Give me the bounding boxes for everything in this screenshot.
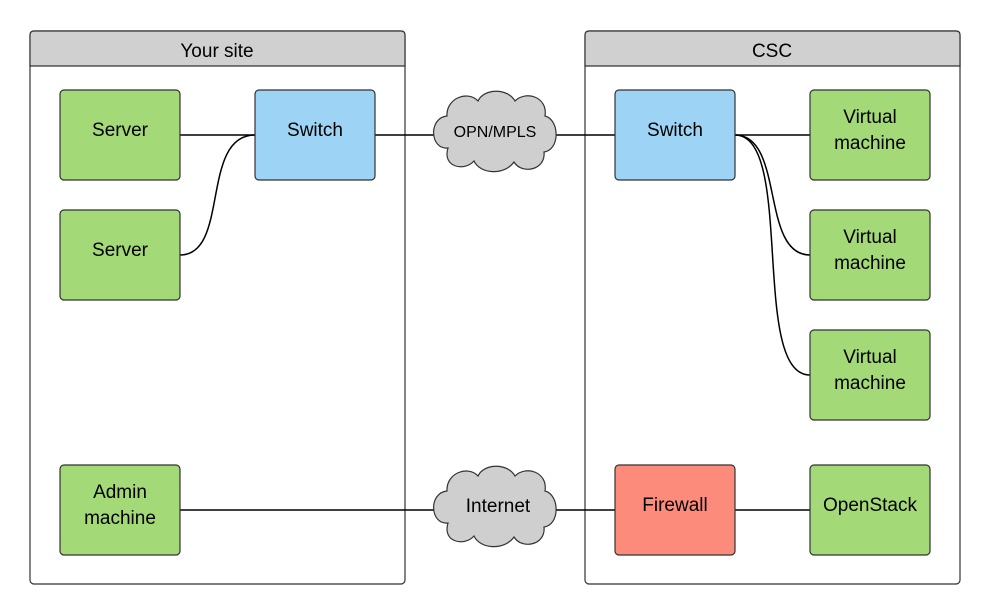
- node-switch-csc: Switch: [614, 89, 736, 181]
- connections: [179, 134, 811, 511]
- node-firewall: Firewall: [614, 464, 736, 556]
- node-switch-csc-label: Switch: [647, 120, 703, 141]
- nodes: ServerServerSwitchAdminmachineSwitchVirt…: [59, 89, 931, 556]
- node-virtual-machine-3-box: [809, 329, 931, 421]
- node-virtual-machine-2-label: machine: [834, 253, 906, 274]
- node-virtual-machine-3-label: Virtual: [843, 347, 897, 368]
- node-server-2-label: Server: [92, 240, 149, 261]
- node-virtual-machine-1-label: Virtual: [843, 107, 897, 128]
- node-server-1: Server: [59, 89, 181, 181]
- node-firewall-label: Firewall: [642, 495, 707, 516]
- cloud-label-opn-mpls: OPN/MPLS: [454, 124, 537, 141]
- node-server-2-box: [59, 209, 181, 301]
- node-openstack-box: [809, 464, 931, 556]
- node-admin-machine-box: [59, 464, 181, 556]
- cloud-opn-mpls: OPN/MPLS: [433, 90, 557, 173]
- node-admin-machine-label: machine: [84, 508, 156, 529]
- cloud-label-internet: Internet: [466, 496, 531, 517]
- edge-switch-vm3: [734, 134, 811, 376]
- node-virtual-machine-1: Virtual machine: [809, 89, 931, 181]
- cloud-internet: Internet: [433, 465, 557, 548]
- container-title-csc: CSC: [752, 41, 792, 62]
- node-virtual-machine-1-label: machine: [834, 133, 906, 154]
- node-openstack: OpenStack: [809, 464, 931, 556]
- node-switch-csc-box: [614, 89, 736, 181]
- node-firewall-box: [614, 464, 736, 556]
- node-admin-machine-label: Admin: [93, 482, 147, 503]
- node-virtual-machine-2: Virtual machine: [809, 209, 931, 301]
- node-openstack-label: OpenStack: [823, 495, 917, 516]
- node-server-2: Server: [59, 209, 181, 301]
- node-switch-site-label: Switch: [287, 120, 343, 141]
- node-virtual-machine-3: Virtual machine: [809, 329, 931, 421]
- node-server-1-box: [59, 89, 181, 181]
- node-virtual-machine-2-label: Virtual: [843, 227, 897, 248]
- edge-switch-vm2: [734, 134, 811, 256]
- container-title-your-site: Your site: [180, 41, 253, 62]
- node-switch-site: Switch: [254, 89, 376, 181]
- node-virtual-machine-2-box: [809, 209, 931, 301]
- node-virtual-machine-1-box: [809, 89, 931, 181]
- node-admin-machine: Admin machine: [59, 464, 181, 556]
- node-server-1-label: Server: [92, 120, 149, 141]
- edge-server2-switch: [179, 134, 256, 256]
- node-switch-site-box: [254, 89, 376, 181]
- node-virtual-machine-3-label: machine: [834, 373, 906, 394]
